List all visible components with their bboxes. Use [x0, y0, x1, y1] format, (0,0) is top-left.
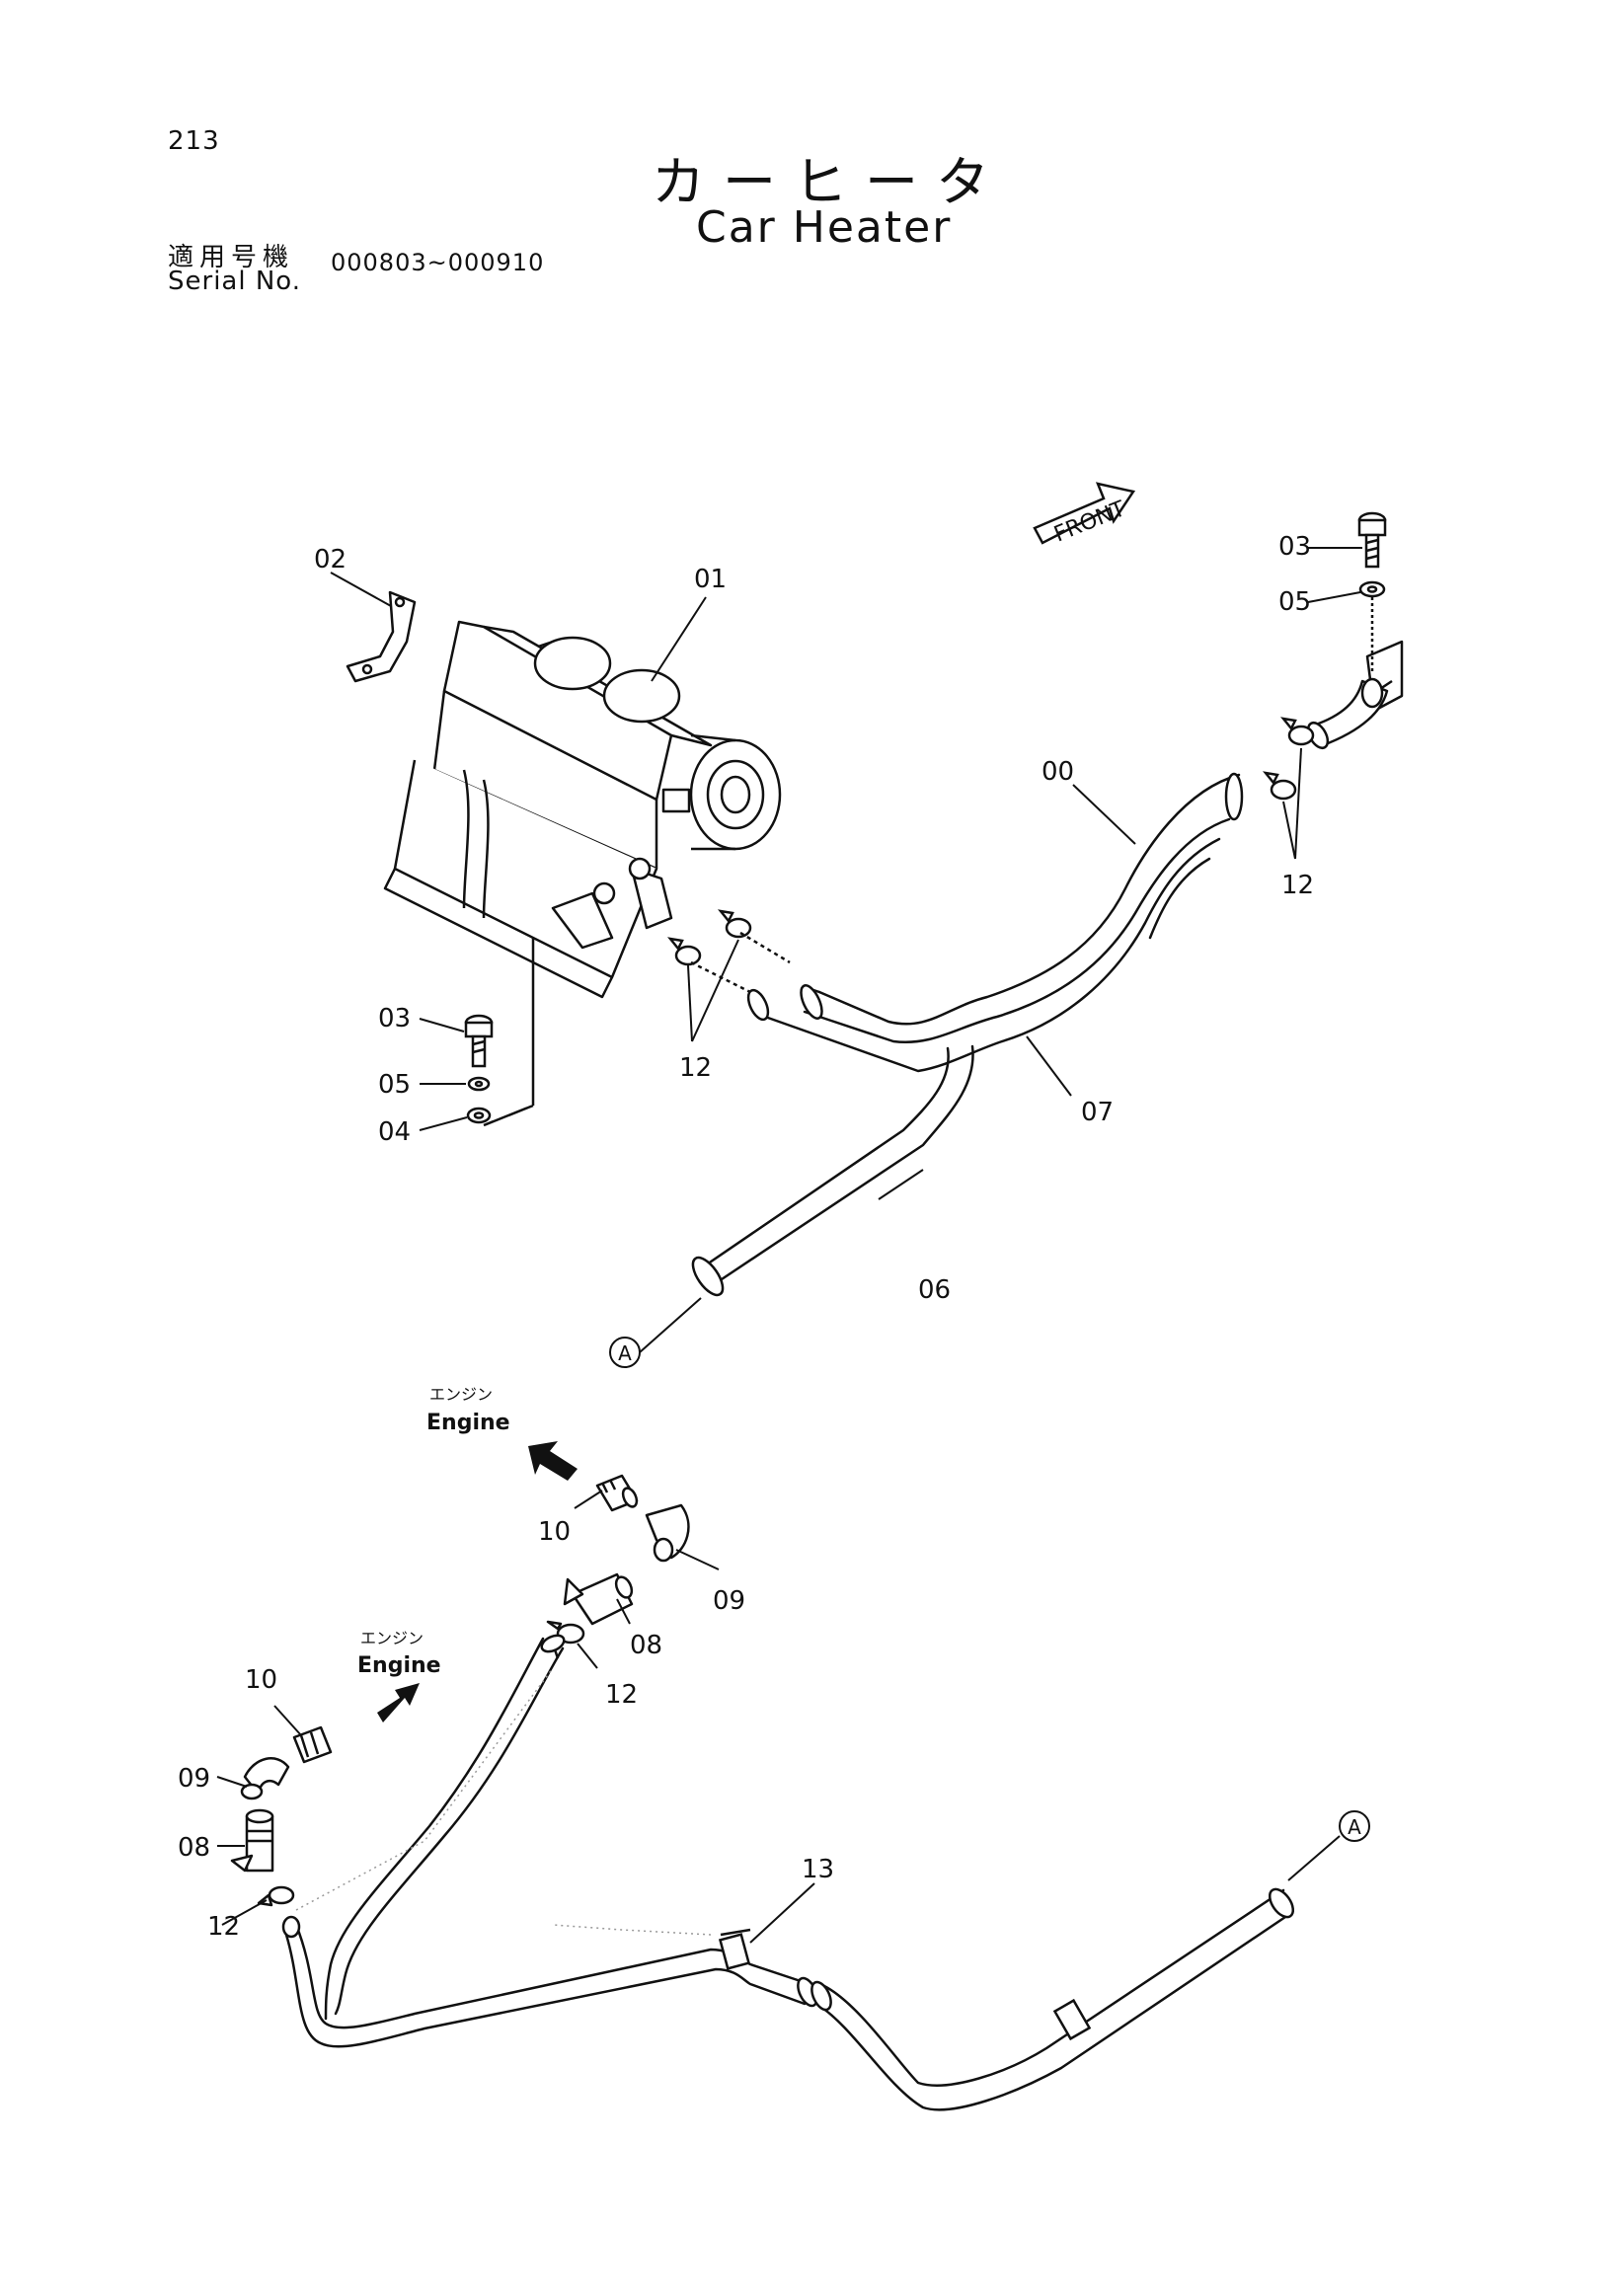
- front-arrow-icon: FRONT: [1033, 482, 1136, 548]
- reference-marker-a: A: [1339, 1810, 1370, 1842]
- hose-clip: [718, 1928, 1092, 2041]
- callout-09-lower: 09: [178, 1764, 210, 1794]
- washer-left: [467, 1076, 491, 1092]
- callout-03-left: 03: [378, 1004, 411, 1033]
- engine-arrow-icon: [377, 1683, 420, 1722]
- dotted-leader: [552, 1924, 712, 1936]
- fittings-upper: [546, 1474, 690, 1659]
- callout-00: 00: [1041, 757, 1074, 787]
- callout-09-upper: 09: [713, 1586, 745, 1616]
- svg-text:エンジン: エンジン: [429, 1385, 493, 1404]
- callout-10-lower: 10: [245, 1665, 277, 1695]
- callout-03-top: 03: [1278, 532, 1311, 562]
- engine-label-upper: エンジン Engine: [426, 1385, 510, 1435]
- engine-label-lower: エンジン Engine: [357, 1629, 441, 1678]
- callout-08-upper: 08: [630, 1631, 662, 1660]
- callout-05-top: 05: [1278, 587, 1311, 617]
- washer-top-right: [1358, 580, 1386, 671]
- callout-labels: 02 01 00 07 06 03 05 12 12 03 05 04 10 0…: [178, 532, 1314, 1942]
- bracket: [346, 590, 417, 683]
- serial-range: 000803~000910: [331, 249, 545, 276]
- page-number: 213: [168, 126, 220, 156]
- engine-arrow-icon: [528, 1441, 578, 1481]
- bolt-top-right: [1357, 511, 1387, 569]
- dotted-leader: [295, 1667, 554, 1911]
- callout-10-upper: 10: [538, 1517, 571, 1547]
- leader-lines: [216, 547, 1362, 1944]
- svg-text:エンジン: エンジン: [360, 1629, 424, 1647]
- heater-hoses-bottom: [281, 1634, 1295, 2111]
- callout-04: 04: [378, 1117, 411, 1147]
- callout-05-left: 05: [378, 1070, 411, 1100]
- svg-text:Engine: Engine: [426, 1411, 510, 1435]
- callout-12-center: 12: [679, 1053, 712, 1083]
- callout-12-right: 12: [1281, 871, 1314, 900]
- heater-unit: [383, 620, 782, 1127]
- serial-label-japanese: 適用号機: [168, 243, 295, 272]
- callout-12-upper: 12: [605, 1680, 638, 1710]
- bolt-left: [464, 1014, 494, 1068]
- callout-08-lower: 08: [178, 1833, 210, 1863]
- serial-label: Serial No.: [168, 267, 301, 296]
- page-title-japanese: カーヒータ: [652, 151, 1007, 213]
- page-title: Car Heater: [696, 202, 953, 253]
- callout-01: 01: [694, 565, 727, 594]
- callout-13: 13: [802, 1855, 834, 1884]
- svg-text:A: A: [618, 1341, 632, 1365]
- callout-02: 02: [314, 545, 347, 574]
- hose-clamps-top: [666, 717, 1315, 994]
- reference-marker-a: A: [609, 1337, 641, 1368]
- svg-text:Engine: Engine: [357, 1653, 441, 1678]
- heater-hoses-top: [691, 772, 1244, 1297]
- callout-06: 06: [918, 1275, 951, 1305]
- fittings-lower: [230, 1725, 333, 1907]
- callout-12-lower: 12: [207, 1912, 240, 1942]
- svg-text:A: A: [1348, 1815, 1361, 1839]
- elbow-pipe-top: [1306, 640, 1404, 750]
- callout-07: 07: [1081, 1098, 1114, 1127]
- nut-left: [466, 1107, 492, 1124]
